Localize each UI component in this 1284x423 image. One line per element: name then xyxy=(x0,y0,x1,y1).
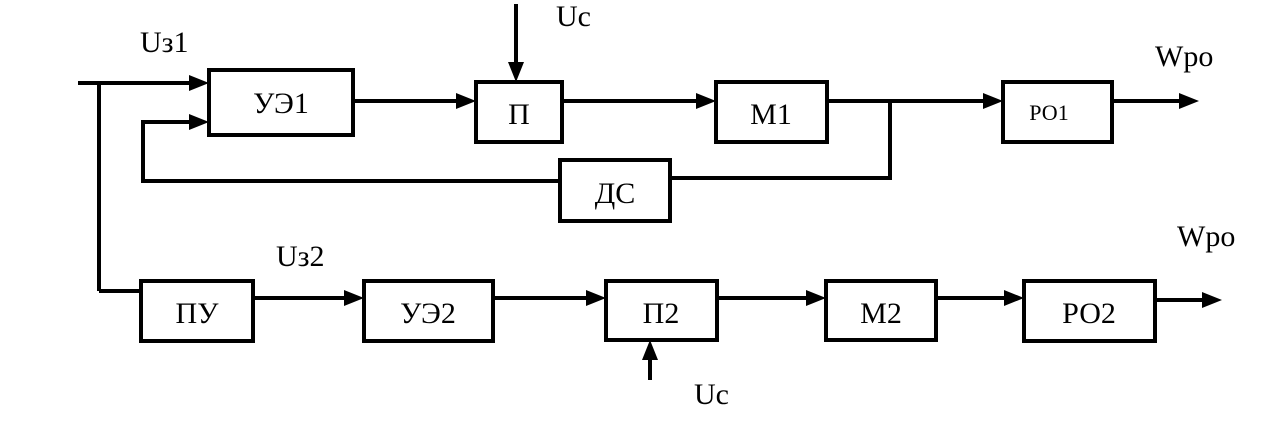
signal-uz2-label: Uз2 xyxy=(276,240,325,273)
block-ro1-label: РО1 xyxy=(1029,100,1068,125)
arrow-wpo-top-output xyxy=(1179,93,1199,109)
feedback-return-line xyxy=(141,120,560,183)
block-ue2-box xyxy=(362,279,495,343)
block-ue2: УЭ2 xyxy=(362,279,495,343)
arrow-into-p2 xyxy=(586,290,606,306)
arrow-into-p xyxy=(456,93,476,109)
block-m2: М2 xyxy=(824,279,938,342)
block-ro2: РО2 xyxy=(1022,279,1157,343)
signal-labels: Uз1 Uc Wpo Wpo Uз2 Uc xyxy=(140,0,1235,411)
block-ro1: РО1 xyxy=(1001,80,1114,144)
arrowheads xyxy=(189,62,1222,360)
block-m1-label: М1 xyxy=(750,98,792,131)
feedback-tap-line xyxy=(670,101,892,180)
arrow-into-m2 xyxy=(806,290,826,306)
block-m2-label: М2 xyxy=(860,297,902,330)
block-m1-box xyxy=(714,80,829,144)
arrow-into-ro2 xyxy=(1004,290,1024,306)
arrow-uc-into-p xyxy=(508,62,524,82)
block-ro1-box xyxy=(1001,80,1114,144)
block-ro2-box xyxy=(1022,279,1157,343)
block-ue1: УЭ1 xyxy=(207,68,355,137)
block-ro2-label: РО2 xyxy=(1062,297,1116,330)
block-p-label: П xyxy=(508,98,530,131)
block-p2: П2 xyxy=(604,279,719,342)
block-p2-box xyxy=(604,279,719,342)
arrow-into-ue2 xyxy=(344,290,364,306)
signal-uc-bottom-label: Uc xyxy=(694,378,729,411)
block-ds-label: ДС xyxy=(595,177,635,210)
block-p-box xyxy=(474,80,564,144)
signal-wpo-top-label: Wpo xyxy=(1155,40,1213,73)
block-ds-box xyxy=(558,158,672,223)
block-m2-box xyxy=(824,279,938,342)
block-pu-box xyxy=(139,279,255,343)
block-ds: ДС xyxy=(558,158,672,223)
block-p: П xyxy=(474,80,564,144)
block-pu: ПУ xyxy=(139,279,255,343)
block-pu-label: ПУ xyxy=(176,297,220,330)
signal-uz1-label: Uз1 xyxy=(140,26,189,59)
block-ue1-box xyxy=(207,68,355,137)
block-ue2-label: УЭ2 xyxy=(400,297,456,330)
arrow-wpo-bottom-output xyxy=(1202,292,1222,308)
signal-uc-top-label: Uc xyxy=(556,0,591,33)
block-m1: М1 xyxy=(714,80,829,144)
arrow-into-ue1-top xyxy=(189,75,209,91)
connection-lines xyxy=(78,4,1208,380)
signal-wpo-bottom-label: Wpo xyxy=(1177,220,1235,253)
arrow-uc-into-p2 xyxy=(642,340,658,360)
arrow-into-ro1 xyxy=(983,93,1003,109)
arrow-into-ue1-bottom xyxy=(189,114,209,130)
block-ue1-label: УЭ1 xyxy=(253,87,309,120)
arrow-into-m1 xyxy=(696,93,716,109)
block-p2-label: П2 xyxy=(643,297,680,330)
